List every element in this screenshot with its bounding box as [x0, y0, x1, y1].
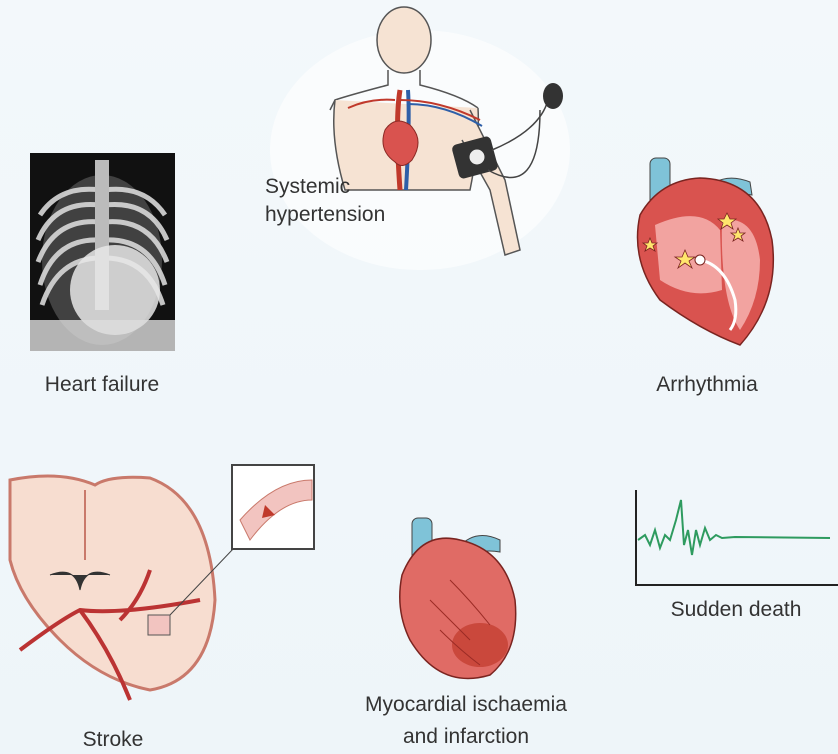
sudden-death-label: Sudden death — [671, 597, 802, 623]
ecg-line — [638, 500, 830, 555]
